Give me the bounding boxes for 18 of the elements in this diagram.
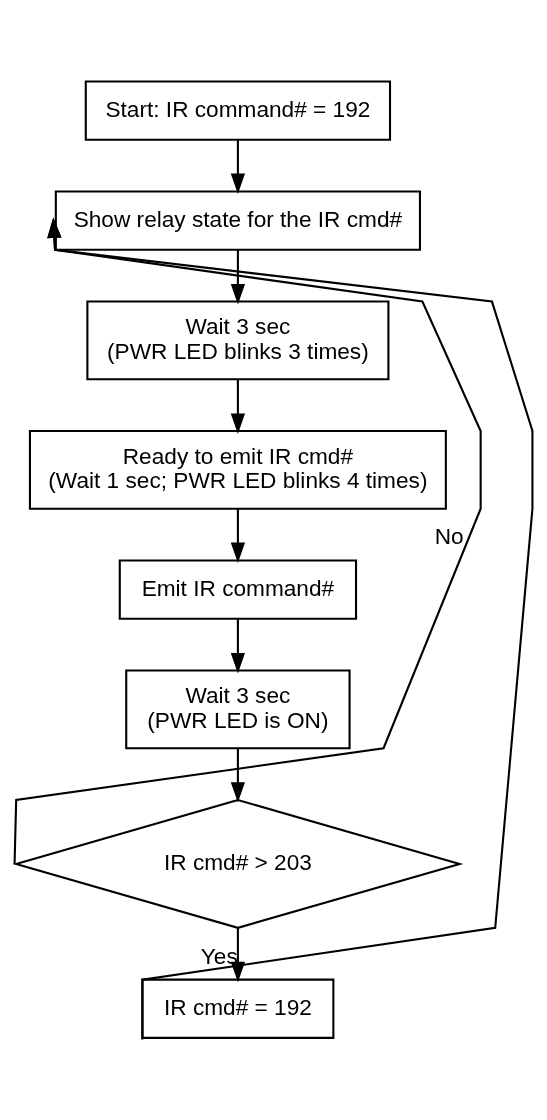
node-box: Wait 3 sec (PWR LED blinks 3 times)	[86, 300, 390, 380]
arrow	[230, 618, 246, 673]
node-box: Ready to emit IR cmd# (Wait 1 sec; PWR LED blinks 4 times)	[28, 429, 447, 510]
arrow	[13, 216, 482, 864]
node-box: Emit IR command#	[118, 558, 358, 620]
node-box: Wait 3 sec (PWR LED is ON)	[125, 669, 351, 749]
arrow	[230, 249, 246, 304]
arrow	[230, 379, 246, 434]
arrow	[230, 747, 246, 803]
arrow	[47, 216, 534, 1040]
arrow	[230, 508, 246, 563]
edge-label: No	[434, 522, 464, 549]
node-box: Start: IR command# = 192	[84, 79, 392, 141]
node-box: IR cmd# = 192	[141, 978, 335, 1039]
node-box: Show relay state for the IR cmd#	[54, 189, 421, 251]
node-diamond: IR cmd# > 203	[12, 798, 464, 929]
arrow	[230, 139, 246, 194]
edge-label: Yes	[200, 942, 238, 969]
